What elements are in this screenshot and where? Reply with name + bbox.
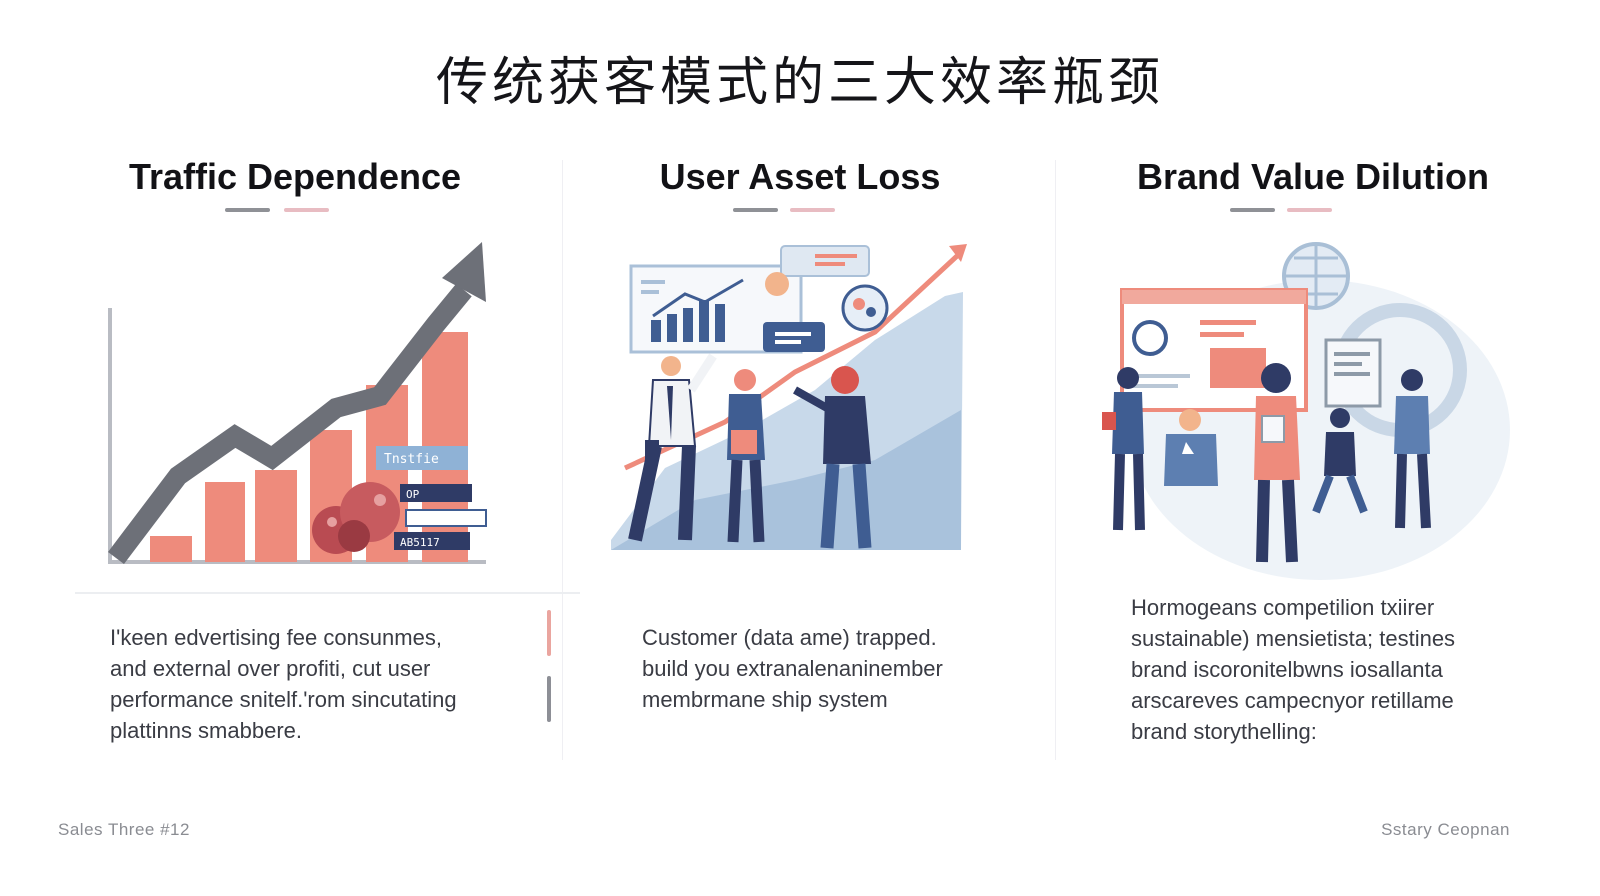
person-figure — [628, 353, 717, 542]
block-label: OP — [406, 488, 420, 501]
slide-title: 传统获客模式的三大效率瓶颈 — [435, 53, 1164, 113]
heading-underline — [1050, 208, 1560, 214]
arrow-head-icon — [949, 244, 967, 262]
column-heading: Brand Value Dilution — [1136, 156, 1490, 197]
star-icon — [1182, 442, 1194, 454]
person-figure — [727, 369, 765, 543]
chat-bubble-icon — [763, 322, 825, 352]
block-label: Tnstfie — [384, 452, 439, 467]
footer-right-caption: Sstary Ceopnan — [1381, 820, 1510, 839]
column-body-text: Customer (data ame) trapped. build you e… — [642, 625, 943, 712]
bar — [255, 470, 297, 562]
column-user-asset-loss: User Asset Loss — [545, 150, 1055, 770]
column-traffic-dependence: Traffic Dependence Tnstfie OP AB5117 — [50, 150, 560, 770]
person-figure — [1312, 408, 1368, 514]
underline-dash-grey — [225, 208, 270, 212]
underline-dash-grey — [1230, 208, 1275, 212]
column-body-text: Hormogeans competilion txiirer sustainab… — [1131, 595, 1456, 744]
column-brand-value-dilution: Brand Value Dilution — [1050, 150, 1560, 770]
footer-left-caption: Sales Three #12 — [58, 820, 190, 839]
bar — [150, 536, 192, 562]
column-heading: User Asset Loss — [659, 156, 941, 197]
accent-bar-grey — [547, 676, 551, 722]
underline-dash-pink — [284, 208, 329, 212]
document-card — [1324, 338, 1382, 408]
person-figure — [793, 366, 872, 549]
avatar-icon — [765, 272, 789, 296]
underline-dash-pink — [1287, 208, 1332, 212]
arrow-head-icon — [442, 242, 486, 302]
column-heading: Traffic Dependence — [128, 156, 462, 197]
section-rule — [75, 592, 580, 594]
accent-bar-pink — [547, 610, 551, 656]
underline-dash-grey — [733, 208, 778, 212]
underline-dash-pink — [790, 208, 835, 212]
team-branding-illustration — [1102, 242, 1510, 580]
team-analytics-illustration — [611, 244, 967, 550]
block-label: AB5117 — [400, 536, 440, 549]
person-figure — [1394, 369, 1431, 529]
person-figure — [1254, 363, 1300, 563]
stacked-blocks: Tnstfie OP AB5117 — [376, 446, 487, 550]
person-figure — [1102, 367, 1145, 531]
person-figure — [1164, 409, 1218, 486]
column-divider — [1055, 160, 1056, 760]
heading-underline — [545, 208, 1055, 214]
heading-underline — [50, 208, 560, 214]
cell-cluster-icon — [312, 482, 400, 554]
traffic-growth-illustration: Tnstfie OP AB5117 — [108, 242, 487, 565]
bar — [205, 482, 245, 562]
column-body-text: I'keen edvertising fee consunmes, and ex… — [110, 625, 457, 743]
column-divider — [562, 160, 563, 760]
pie-badge-icon — [841, 284, 889, 332]
